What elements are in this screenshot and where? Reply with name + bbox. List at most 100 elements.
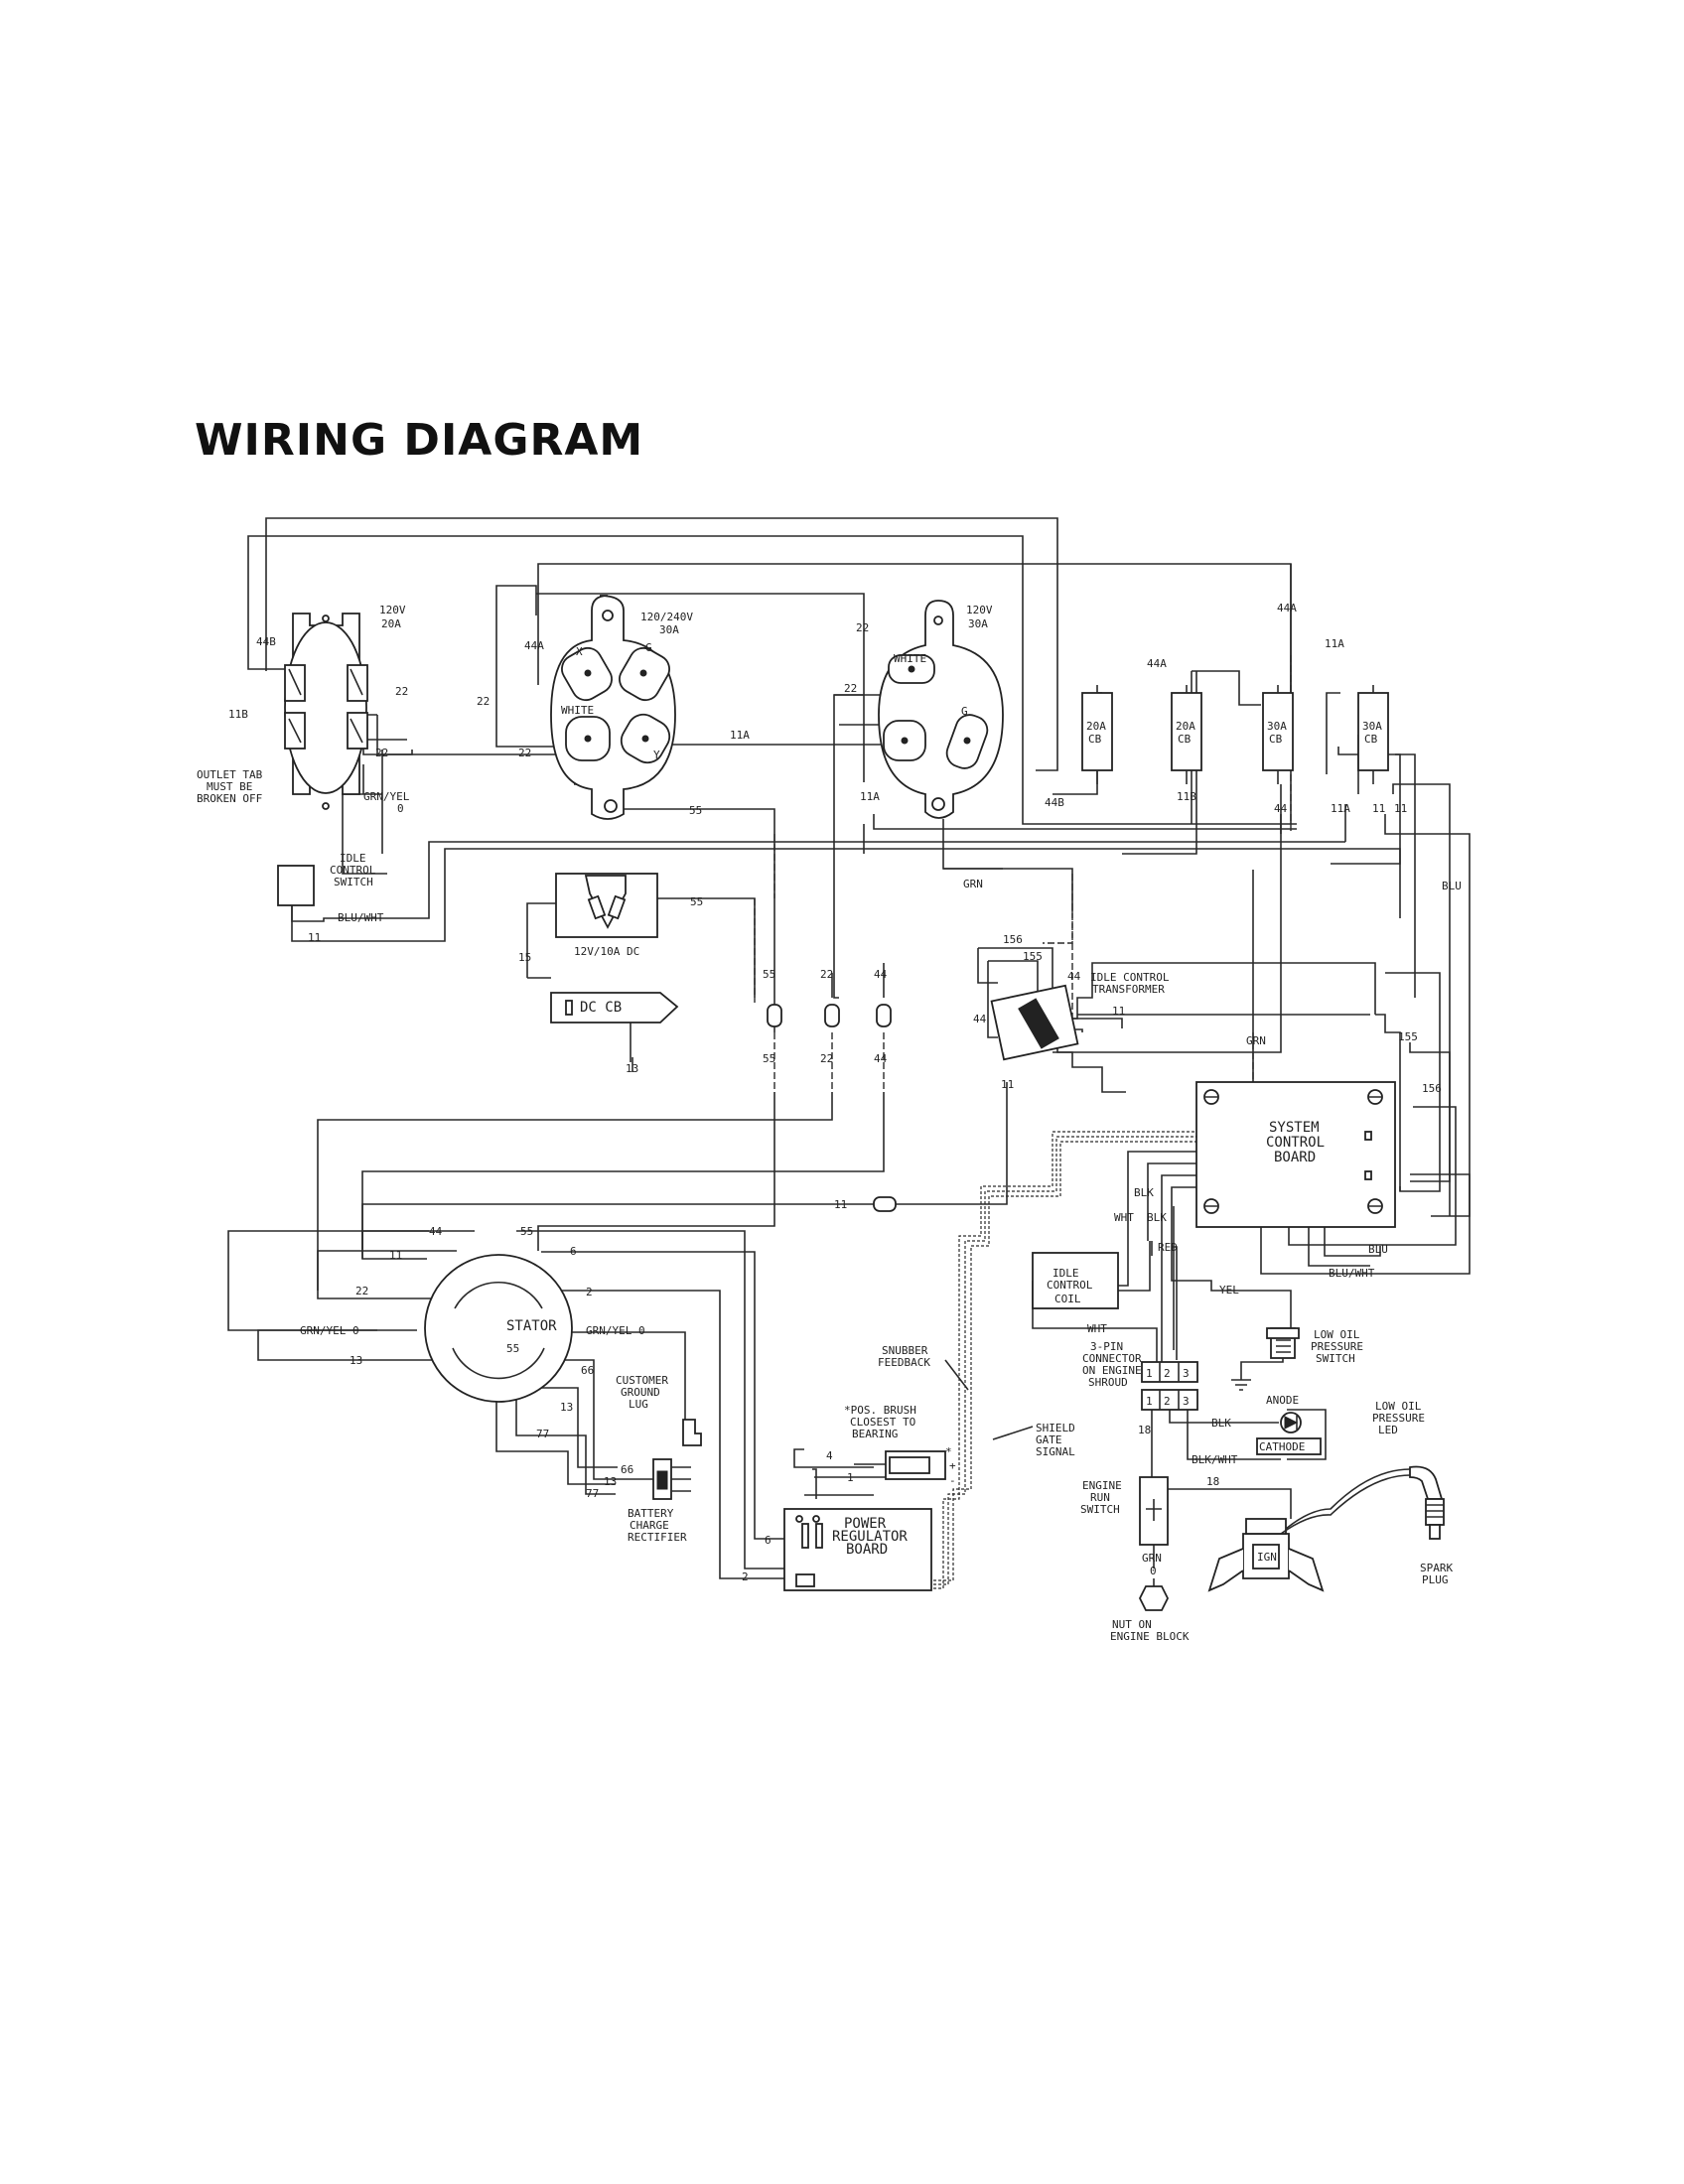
regulator-label-3: BOARD xyxy=(846,1542,888,1558)
wire-66-label-b: 66 xyxy=(621,1463,633,1476)
idle-control-transformer: IDLE CONTROL TRANSFORMER 156 155 44 44 1… xyxy=(973,933,1442,1095)
wire-22-label-f: 22 xyxy=(844,682,857,695)
connector-label-2: CONNECTOR xyxy=(1082,1352,1142,1365)
ground-lug-label-3: LUG xyxy=(629,1398,648,1411)
connector-top-pin-3: 3 xyxy=(1183,1367,1190,1380)
wire-44b-label: 44B xyxy=(256,635,276,648)
dc-circuit-breaker: DC CB 13 xyxy=(550,992,679,1075)
shield-label-1: SHIELD xyxy=(1036,1422,1075,1434)
wire-44-label-b: 44 xyxy=(874,968,888,981)
wire-55-label-f: 55 xyxy=(520,1225,533,1238)
wire-13-label-d: 13 xyxy=(604,1475,617,1488)
wire-155-label-b: 155 xyxy=(1398,1030,1418,1043)
wire-55-label-b: 55 xyxy=(690,895,703,908)
ground-lug-label-1: CUSTOMER xyxy=(616,1374,668,1387)
battery-charge-rectifier: BATTERY CHARGE RECTIFIER 66 13 77 xyxy=(586,1458,691,1544)
oil-switch-label-3: SWITCH xyxy=(1316,1352,1355,1365)
wire-44-label-c: 44 xyxy=(874,1052,888,1065)
wire-22-label-h: 22 xyxy=(820,1052,833,1065)
wire-18-label-a: 18 xyxy=(1138,1424,1151,1436)
wires xyxy=(227,517,1471,1589)
wire-1-label: 1 xyxy=(847,1471,854,1484)
connector-bottom-pin-1: 1 xyxy=(1146,1395,1153,1408)
wire-22-label-b: 22 xyxy=(375,747,388,759)
nut-label-2: ENGINE BLOCK xyxy=(1110,1630,1190,1643)
wire-11-label-d: 11 xyxy=(834,1198,847,1211)
wire-11a-label-c: 11A xyxy=(1325,637,1344,650)
wire-55-label-a: 55 xyxy=(689,804,702,817)
power-regulator-board: POWER REGULATOR BOARD 6 2 xyxy=(742,1508,932,1591)
wire-22-label-c: 22 xyxy=(477,695,490,708)
dc-receptacle-label: 12V/10A DC xyxy=(574,945,639,958)
brush-star: * xyxy=(945,1445,952,1458)
wire-15-label: 15 xyxy=(518,951,531,964)
wire-grnyel-label: GRN/YEL xyxy=(363,790,410,803)
r20-amps: 20A xyxy=(381,617,401,630)
wire-blu-label-a: BLU xyxy=(1442,880,1462,892)
breaker-3-cb: CB xyxy=(1269,733,1283,746)
three-pin-connector: 1 2 3 1 2 3 3-PIN CONNECTOR ON ENGINE SH… xyxy=(1082,1340,1198,1411)
wire-blkwht-label: BLK/WHT xyxy=(1192,1453,1238,1466)
r240-pin-y: Y xyxy=(653,749,660,761)
connector-label-4: SHROUD xyxy=(1088,1376,1128,1389)
rectifier-label-1: BATTERY xyxy=(628,1507,674,1520)
r20-note-1: OUTLET TAB xyxy=(197,768,263,781)
wire-grnyel0-label-b: GRN/YEL 0 xyxy=(586,1324,645,1337)
coil-label-1: IDLE xyxy=(1052,1267,1079,1280)
connector-bottom-pin-2: 2 xyxy=(1164,1395,1171,1408)
r30-rating: 120V xyxy=(966,604,993,616)
wire-blk-label-a: BLK xyxy=(1147,1211,1167,1224)
r240-rating: 120/240V xyxy=(640,611,693,623)
wire-11-label-f: 11 xyxy=(1001,1078,1014,1091)
idle-control-coil: IDLE CONTROL COIL WHT BLK BLK RED YEL WH… xyxy=(1032,1186,1239,1335)
r30-amps: 30A xyxy=(968,617,988,630)
regulator-label-2: REGULATOR xyxy=(832,1529,908,1545)
breaker-1-amps: 20A xyxy=(1086,720,1106,733)
wire-6-label-a: 6 xyxy=(570,1245,577,1258)
brush-minus: - xyxy=(949,1474,956,1487)
wire-44-label-a: 44 xyxy=(1274,802,1288,815)
wire-22-label-e: 22 xyxy=(856,621,869,634)
wire-44-label-f: 44 xyxy=(429,1225,443,1238)
dc-receptacle: 12V/10A DC 55 15 xyxy=(518,873,703,964)
snubber-label-1: SNUBBER xyxy=(882,1344,928,1357)
wire-grn-label-c: GRN xyxy=(1142,1552,1162,1565)
wire-55-label-d: 55 xyxy=(763,1052,775,1065)
wire-22-label-d: 22 xyxy=(518,747,531,759)
coil-label-3: COIL xyxy=(1054,1293,1081,1305)
wire-grn-label-a: GRN xyxy=(963,878,983,890)
connector-label-1: 3-PIN xyxy=(1090,1340,1123,1353)
page-title: WIRING DIAGRAM xyxy=(195,415,644,466)
idle-switch-label-3: SWITCH xyxy=(334,876,373,888)
wire-44b-label-b: 44B xyxy=(1045,796,1064,809)
stator-label: STATOR xyxy=(506,1318,557,1334)
wire-red-label: RED xyxy=(1158,1241,1178,1254)
wire-grnyel0-label-a: GRN/YEL 0 xyxy=(300,1324,359,1337)
board-label-2: CONTROL xyxy=(1266,1135,1325,1151)
wire-wht-label-a: WHT xyxy=(1114,1211,1134,1224)
wire-11-label-e: 11 xyxy=(1112,1005,1125,1018)
wire-yel-label: YEL xyxy=(1219,1284,1239,1297)
run-switch-label-1: ENGINE xyxy=(1082,1479,1122,1492)
r240-pin-g: G xyxy=(645,641,652,654)
wire-11a-label-b: 11A xyxy=(860,790,880,803)
connector-top-pin-2: 2 xyxy=(1164,1367,1171,1380)
cathode-label: CATHODE xyxy=(1259,1440,1305,1453)
r30-pin-g: G xyxy=(961,705,968,718)
wire-11b-label-b: 11B xyxy=(1177,790,1196,803)
brush-label-2: CLOSEST TO xyxy=(850,1416,915,1429)
r240-pin-x: X xyxy=(576,645,583,658)
breaker-3-amps: 30A xyxy=(1267,720,1287,733)
spark-label-1: SPARK xyxy=(1420,1562,1453,1574)
wire-4-label: 4 xyxy=(826,1449,833,1462)
oil-led-label-3: LED xyxy=(1378,1424,1398,1436)
rectifier-label-3: RECTIFIER xyxy=(628,1531,687,1544)
system-control-board: SYSTEM CONTROL BOARD BLU BLU/WHT xyxy=(1195,1081,1396,1280)
wire-11a-label-a: 11A xyxy=(730,729,750,742)
shield-label-2: GATE xyxy=(1036,1433,1062,1446)
nut-label-1: NUT ON xyxy=(1112,1618,1152,1631)
wire-156-label-b: 156 xyxy=(1422,1082,1442,1095)
wire-11-label-b: 11 xyxy=(1394,802,1407,815)
engine-run-switch: ENGINE RUN SWITCH 18 GRN 0 NUT ON ENGINE… xyxy=(1080,1475,1219,1643)
wire-44-label-e: 44 xyxy=(973,1013,987,1025)
